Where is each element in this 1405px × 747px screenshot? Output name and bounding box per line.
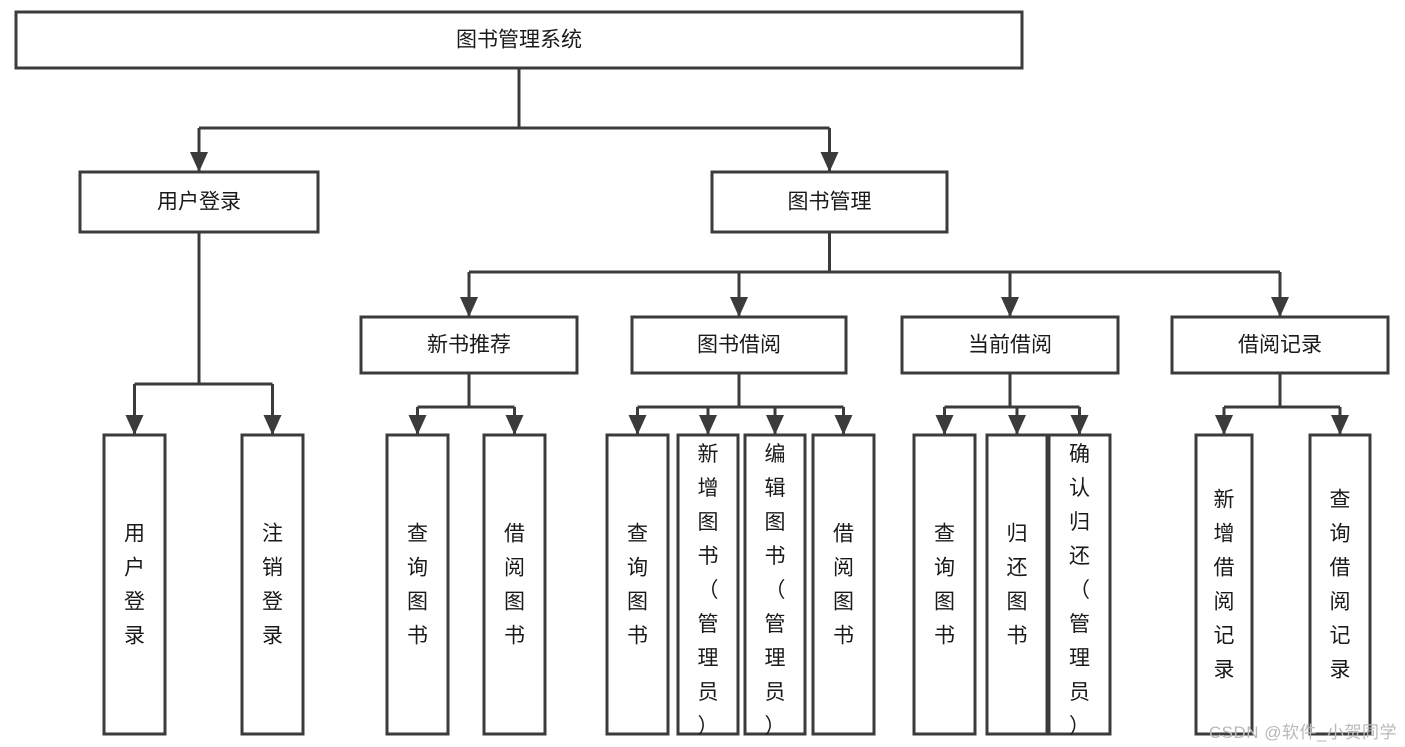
arrow-head-icon xyxy=(408,415,427,435)
arrow-head-icon xyxy=(1070,415,1089,435)
node-label-cb-query-book: 查询图书 xyxy=(934,523,955,648)
node-user-login-do[interactable]: 用户登录 xyxy=(102,433,167,736)
arrow-head-icon xyxy=(1008,415,1026,435)
node-box-borrow-records xyxy=(1170,315,1390,375)
node-root[interactable]: 图书管理系统 xyxy=(14,10,1024,70)
node-box-bb-edit-book xyxy=(743,433,807,736)
arrow-head-icon xyxy=(730,297,748,317)
node-user-login[interactable]: 用户登录 xyxy=(78,170,320,234)
node-label-br-add-record: 新增借阅记录 xyxy=(1214,489,1235,682)
arrow-head-icon xyxy=(125,415,144,435)
node-label-bb-edit-book: 编辑图书（管理员） xyxy=(765,443,786,738)
node-label-bb-add-book: 新增图书（管理员） xyxy=(698,443,719,738)
arrow-head-icon xyxy=(1331,415,1349,435)
node-user-logout[interactable]: 注销登录 xyxy=(240,433,305,736)
node-nbr-query-book[interactable]: 查询图书 xyxy=(385,433,450,736)
node-box-root xyxy=(14,10,1024,70)
connector-layer xyxy=(125,68,1349,435)
node-box-bb-query-book xyxy=(605,433,670,736)
node-label-current-borrow: 当前借阅 xyxy=(968,334,1052,357)
arrow-head-icon xyxy=(1215,415,1233,435)
node-box-current-borrow xyxy=(900,315,1120,375)
node-borrow-records[interactable]: 借阅记录 xyxy=(1170,315,1390,375)
node-new-book-recommend[interactable]: 新书推荐 xyxy=(359,315,579,375)
arrow-head-icon xyxy=(766,415,784,435)
node-box-cb-confirm-return xyxy=(1047,433,1112,736)
node-bb-edit-book[interactable]: 编辑图书（管理员） xyxy=(743,433,807,738)
node-label-br-query-record: 查询借阅记录 xyxy=(1330,489,1351,682)
arrow-head-icon xyxy=(628,415,647,435)
node-box-new-book-recommend xyxy=(359,315,579,375)
node-bb-borrow-book[interactable]: 借阅图书 xyxy=(811,433,876,736)
arrow-head-icon xyxy=(460,297,478,317)
node-box-bb-borrow-book xyxy=(811,433,876,736)
node-box-br-add-record xyxy=(1194,433,1254,736)
node-label-book-borrow: 图书借阅 xyxy=(697,334,781,357)
arrow-head-icon xyxy=(505,415,524,435)
node-box-user-logout xyxy=(240,433,305,736)
node-label-new-book-recommend: 新书推荐 xyxy=(427,334,511,357)
node-label-bb-borrow-book: 借阅图书 xyxy=(833,523,854,648)
arrow-head-icon xyxy=(820,152,839,172)
node-label-book-management: 图书管理 xyxy=(788,191,872,214)
node-cb-confirm-return[interactable]: 确认归还（管理员） xyxy=(1047,433,1112,738)
node-nbr-borrow-book[interactable]: 借阅图书 xyxy=(482,433,547,736)
node-box-nbr-borrow-book xyxy=(482,433,547,736)
node-label-user-login-do: 用户登录 xyxy=(124,523,145,648)
node-cb-return-book[interactable]: 归还图书 xyxy=(985,433,1049,736)
arrow-head-icon xyxy=(263,415,282,435)
node-label-bb-query-book: 查询图书 xyxy=(627,523,648,648)
node-bb-add-book[interactable]: 新增图书（管理员） xyxy=(676,433,740,738)
node-box-nbr-query-book xyxy=(385,433,450,736)
node-box-book-borrow xyxy=(630,315,848,375)
arrow-head-icon xyxy=(834,415,853,435)
node-box-cb-return-book xyxy=(985,433,1049,736)
arrow-head-icon xyxy=(699,415,717,435)
node-label-user-login: 用户登录 xyxy=(157,191,241,214)
node-box-bb-add-book xyxy=(676,433,740,736)
node-cb-query-book[interactable]: 查询图书 xyxy=(912,433,977,736)
node-label-nbr-borrow-book: 借阅图书 xyxy=(504,523,525,648)
node-label-cb-confirm-return: 确认归还（管理员） xyxy=(1069,443,1090,738)
node-box-book-management xyxy=(710,170,949,234)
node-label-cb-return-book: 归还图书 xyxy=(1007,523,1028,648)
arrow-head-icon xyxy=(1001,297,1019,317)
node-box-cb-query-book xyxy=(912,433,977,736)
node-label-borrow-records: 借阅记录 xyxy=(1238,334,1322,357)
node-current-borrow[interactable]: 当前借阅 xyxy=(900,315,1120,375)
arrow-head-icon xyxy=(935,415,954,435)
node-label-root: 图书管理系统 xyxy=(456,29,582,52)
node-label-nbr-query-book: 查询图书 xyxy=(407,523,428,648)
node-box-br-query-record xyxy=(1308,433,1372,736)
node-book-management[interactable]: 图书管理 xyxy=(710,170,949,234)
node-book-borrow[interactable]: 图书借阅 xyxy=(630,315,848,375)
node-br-add-record[interactable]: 新增借阅记录 xyxy=(1194,433,1254,736)
node-br-query-record[interactable]: 查询借阅记录 xyxy=(1308,433,1372,736)
arrow-head-icon xyxy=(190,152,208,172)
node-box-user-login xyxy=(78,170,320,234)
node-bb-query-book[interactable]: 查询图书 xyxy=(605,433,670,736)
node-label-user-logout: 注销登录 xyxy=(262,523,283,648)
node-box-user-login-do xyxy=(102,433,167,736)
arrow-head-icon xyxy=(1271,297,1289,317)
node-layer: 图书管理系统用户登录用户登录注销登录图书管理新书推荐查询图书借阅图书图书借阅查询… xyxy=(14,10,1390,738)
